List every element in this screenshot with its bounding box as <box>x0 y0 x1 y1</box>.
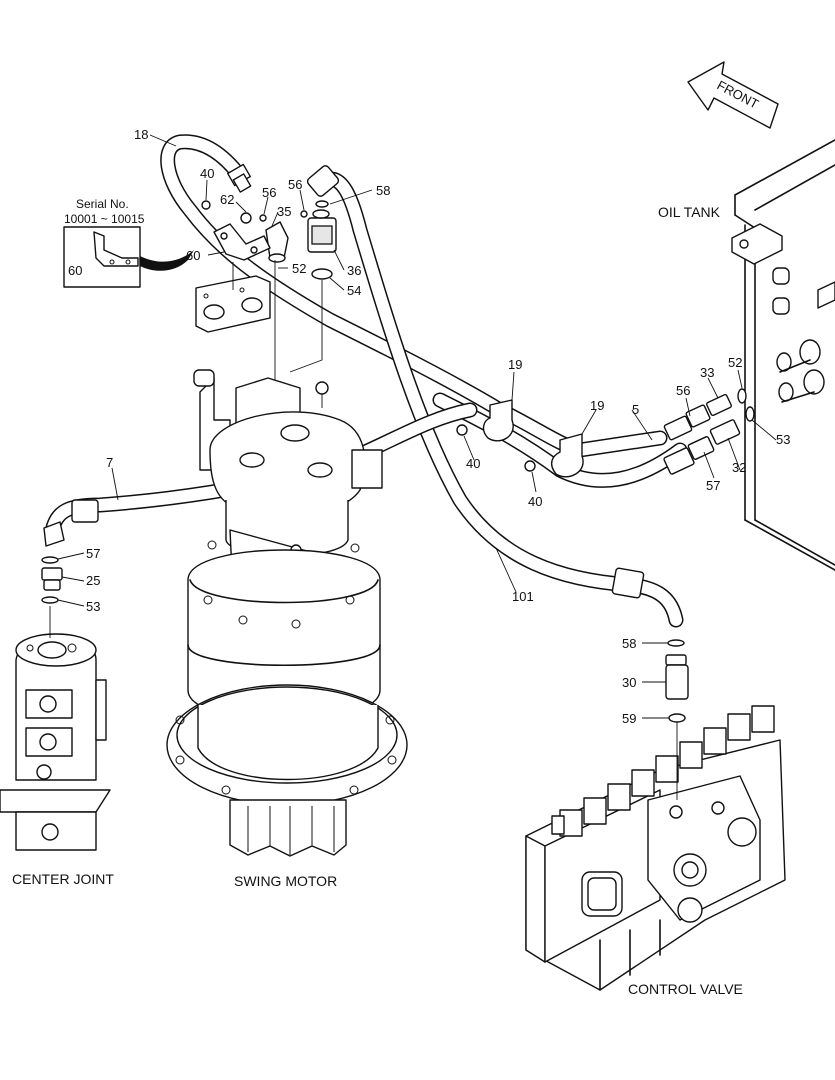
part-36: 36 <box>347 263 361 278</box>
part-59: 59 <box>622 711 636 726</box>
oil-tank <box>731 139 835 571</box>
part-7: 7 <box>106 455 113 470</box>
part-101: 101 <box>512 589 534 604</box>
clamp-19b <box>524 433 584 478</box>
oil-tank-label: OIL TANK <box>658 204 721 220</box>
part-30: 30 <box>622 675 636 690</box>
part-18: 18 <box>134 127 148 142</box>
leader-lines <box>57 134 777 719</box>
serial-part: 60 <box>68 263 82 278</box>
part-54: 54 <box>347 283 361 298</box>
fitting-30 <box>665 639 689 800</box>
part-25: 25 <box>86 573 100 588</box>
part-53: 53 <box>776 432 790 447</box>
part-40b: 40 <box>466 456 480 471</box>
part-58: 58 <box>376 183 390 198</box>
part-52: 52 <box>292 261 306 276</box>
bolt-40 <box>201 200 211 210</box>
hose-101 <box>306 165 684 628</box>
part-labels: 18 40 62 56 35 60 52 56 58 36 54 19 19 5… <box>86 127 790 726</box>
part-32: 32 <box>732 460 746 475</box>
fitting-25 <box>41 556 63 638</box>
serial-title: Serial No. <box>76 197 129 211</box>
part-56c: 56 <box>676 383 690 398</box>
part-57: 57 <box>706 478 720 493</box>
part-35: 35 <box>277 204 291 219</box>
swing-motor-label: SWING MOTOR <box>234 873 337 889</box>
fitting-36 <box>307 200 337 280</box>
part-53b: 53 <box>86 599 100 614</box>
part-19a: 19 <box>508 357 522 372</box>
serial-inset <box>63 226 194 288</box>
fitting-33-56 <box>663 388 747 441</box>
part-57b: 57 <box>86 546 100 561</box>
center-joint-label: CENTER JOINT <box>12 871 114 887</box>
part-56: 56 <box>262 185 276 200</box>
fitting-32-57 <box>663 406 755 475</box>
clamp-19a <box>456 399 514 442</box>
part-33: 33 <box>700 365 714 380</box>
part-40c: 40 <box>528 494 542 509</box>
part-40: 40 <box>200 166 214 181</box>
part-19b: 19 <box>590 398 604 413</box>
fitting-35 <box>265 221 289 263</box>
bracket-60 <box>213 212 271 261</box>
part-52b: 52 <box>728 355 742 370</box>
port-block <box>195 275 271 333</box>
control-valve-label: CONTROL VALVE <box>628 981 743 997</box>
control-valve <box>525 705 786 991</box>
swing-motor <box>166 369 408 857</box>
part-56b: 56 <box>288 177 302 192</box>
front-arrow-icon: FRONT <box>687 61 779 129</box>
part-58b: 58 <box>622 636 636 651</box>
part-60: 60 <box>186 248 200 263</box>
part-5: 5 <box>632 402 639 417</box>
part-62: 62 <box>220 192 234 207</box>
center-joint <box>0 633 111 851</box>
serial-range: 10001 ~ 10015 <box>64 212 145 226</box>
